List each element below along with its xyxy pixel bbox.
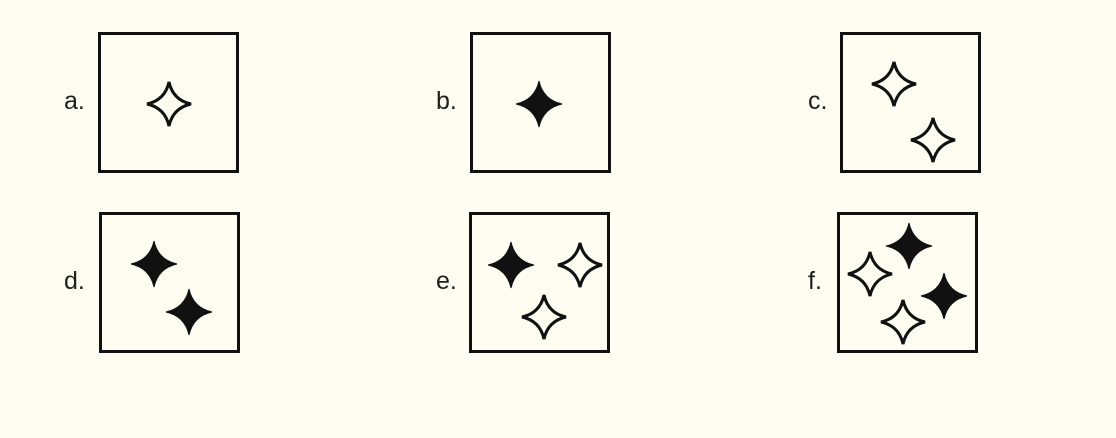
sparkle-outline-icon — [910, 117, 956, 163]
option-box[interactable] — [470, 32, 611, 173]
option-label: a. — [64, 87, 85, 115]
option-label: c. — [808, 87, 828, 115]
option-label: e. — [436, 267, 457, 295]
sparkle-solid-icon — [515, 80, 563, 128]
sparkle-outline-icon — [146, 81, 192, 127]
sparkle-solid-icon — [487, 241, 535, 289]
sparkle-solid-icon — [130, 240, 178, 288]
option-box[interactable] — [837, 212, 978, 353]
option-figure — [515, 80, 563, 128]
option-figure — [487, 241, 603, 340]
sparkle-outline-icon — [557, 242, 603, 288]
sparkle-outline-icon — [847, 251, 893, 297]
sparkle-outline-icon — [871, 61, 917, 107]
option-box[interactable] — [469, 212, 610, 353]
option-figure — [847, 222, 968, 345]
sparkle-solid-icon — [885, 222, 933, 270]
option-label: f. — [808, 267, 822, 295]
sparkle-solid-icon — [165, 288, 213, 336]
sparkle-outline-icon — [880, 299, 926, 345]
option-box[interactable] — [98, 32, 239, 173]
option-label: b. — [436, 87, 457, 115]
option-label: d. — [64, 267, 85, 295]
option-box[interactable] — [99, 212, 240, 353]
option-figure — [871, 61, 956, 163]
sparkle-solid-icon — [920, 272, 968, 320]
sparkle-outline-icon — [521, 294, 567, 340]
option-figure — [146, 81, 192, 127]
option-figure — [130, 240, 213, 336]
option-box[interactable] — [840, 32, 981, 173]
